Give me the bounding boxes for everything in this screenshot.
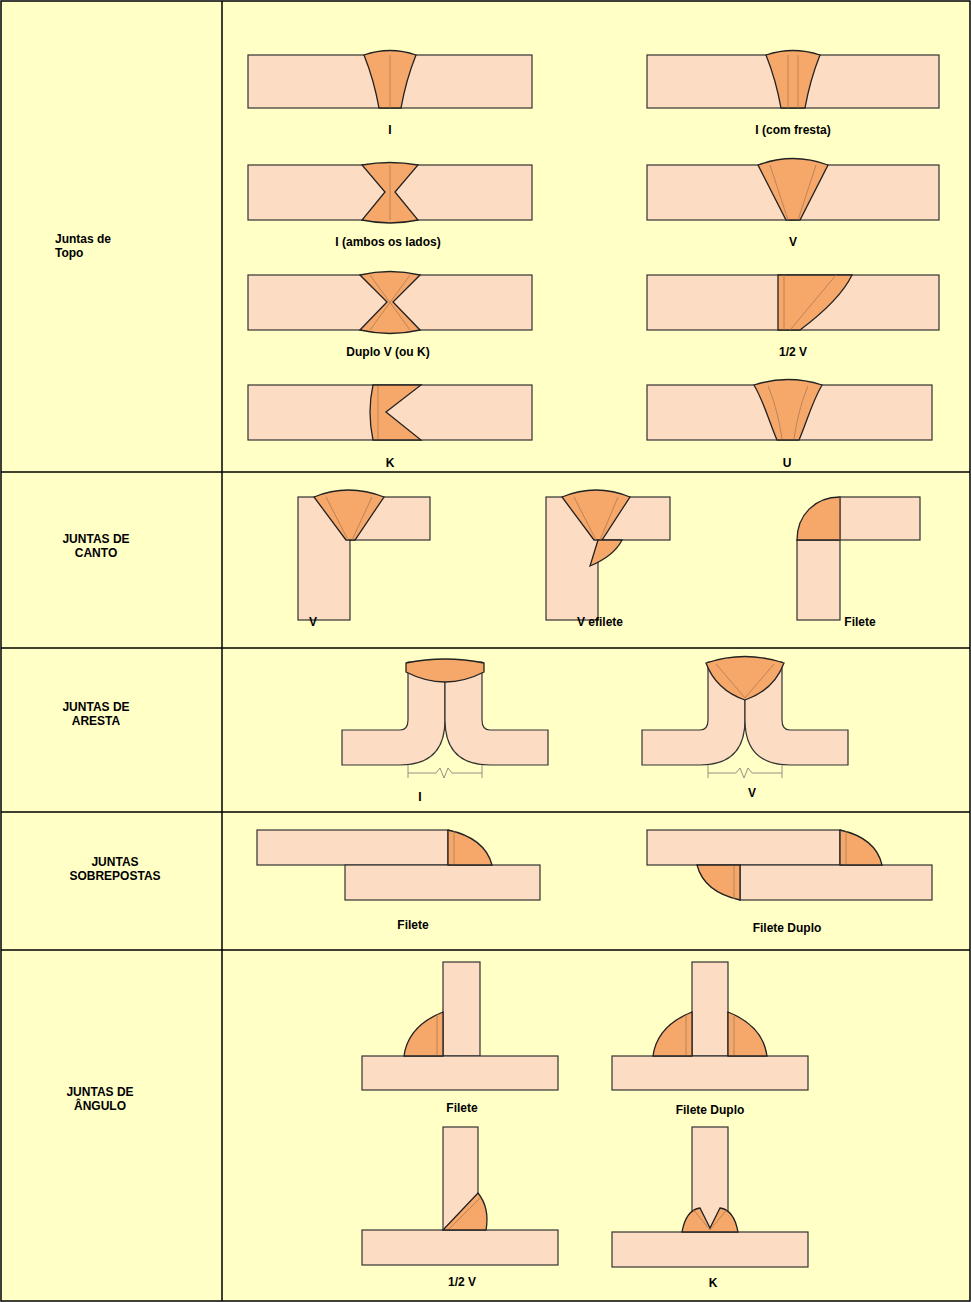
joint-caption: V — [283, 615, 343, 629]
lap-fillet — [257, 830, 540, 900]
corner-fillet — [797, 497, 920, 620]
row-header: JUNTAS DE ÂNGULO — [51, 1085, 149, 1113]
row-rule — [1, 949, 970, 951]
row-rule — [1, 471, 970, 473]
row-header: JUNTAS DE ARESTA — [47, 700, 145, 728]
row-rule — [1, 647, 970, 649]
tee-half-v — [362, 1127, 558, 1265]
joint-caption: 1/2 V — [422, 1275, 502, 1289]
row-header: JUNTAS SOBREPOSTAS — [60, 855, 170, 883]
edge-i — [342, 659, 548, 778]
column-rule — [221, 1, 223, 1301]
joint-caption: V — [763, 235, 823, 249]
butt-i-both — [248, 163, 532, 224]
joint-caption: U — [757, 456, 817, 470]
butt-i — [248, 51, 532, 109]
joint-caption: I — [400, 790, 440, 804]
corner-v-fillet — [546, 490, 670, 620]
tee-fillet — [362, 962, 558, 1090]
row-header: Juntas de Topo — [55, 232, 127, 260]
butt-i-gap — [647, 51, 939, 109]
row-header: I (ambos os lados) — [303, 235, 473, 249]
row-header: V efilete — [545, 615, 655, 629]
row-header: Filete Duplo — [645, 1103, 775, 1117]
joint-caption: K — [693, 1276, 733, 1290]
row-header: JUNTAS DE CANTO — [47, 532, 145, 560]
row-header: Duplo V (ou K) — [313, 345, 463, 359]
joint-caption: 1/2 V — [753, 345, 833, 359]
joint-caption: K — [360, 456, 420, 470]
row-rule — [1, 811, 970, 813]
lap-double-fillet — [647, 830, 932, 900]
tee-k — [612, 1127, 808, 1267]
joint-caption: V — [732, 786, 772, 800]
butt-v — [647, 159, 939, 221]
joint-caption: Filete — [368, 918, 458, 932]
butt-double-v — [248, 272, 532, 334]
joint-caption: Filete — [417, 1101, 507, 1115]
corner-v — [298, 490, 430, 620]
butt-u — [647, 380, 932, 441]
row-header: Filete Duplo — [722, 921, 852, 935]
butt-k — [248, 385, 532, 440]
butt-half-v — [647, 275, 939, 330]
tee-double-fillet — [612, 962, 808, 1090]
edge-v — [642, 657, 848, 779]
joint-caption: Filete — [815, 615, 905, 629]
joint-caption: I — [360, 123, 420, 137]
row-header: I (com fresta) — [723, 123, 863, 137]
